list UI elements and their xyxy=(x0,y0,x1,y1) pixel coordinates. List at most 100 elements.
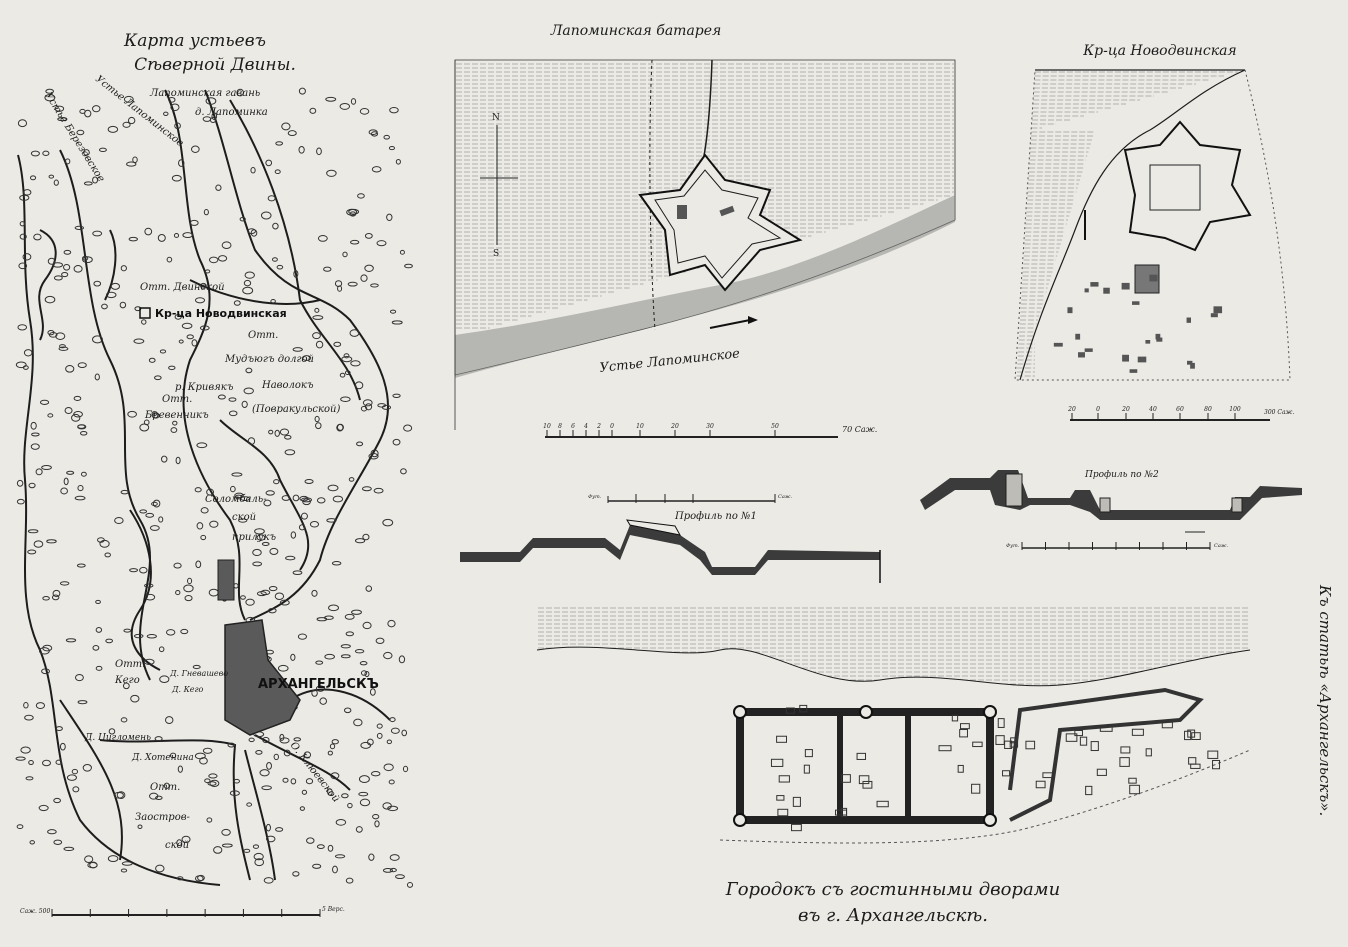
vegetation-mark xyxy=(314,415,320,423)
profile-1: Фут. Саж. Профиль по №1 xyxy=(460,494,881,583)
vegetation-mark xyxy=(240,496,251,501)
vegetation-mark xyxy=(279,599,290,606)
vegetation-mark xyxy=(107,855,119,863)
vegetation-mark xyxy=(343,353,350,359)
vegetation-mark xyxy=(55,759,63,765)
vegetation-mark xyxy=(202,747,213,754)
building-marker xyxy=(1187,729,1196,738)
vegetation-mark xyxy=(351,609,362,615)
vegetation-mark xyxy=(83,149,90,156)
vegetation-mark xyxy=(283,749,291,757)
building-marker xyxy=(1074,729,1083,737)
vegetation-mark xyxy=(293,737,302,742)
vegetation-mark xyxy=(391,320,403,325)
vegetation-mark xyxy=(33,540,44,548)
vegetation-mark xyxy=(203,208,209,216)
vegetation-mark xyxy=(196,522,204,530)
vegetation-mark xyxy=(27,529,39,534)
vegetation-mark xyxy=(236,88,244,97)
vegetation-mark xyxy=(176,839,183,847)
profile2-title: Профиль по №2 xyxy=(1084,470,1159,480)
building-marker xyxy=(1121,282,1130,290)
vegetation-mark xyxy=(315,685,326,692)
vegetation-mark xyxy=(326,169,337,177)
vegetation-mark xyxy=(55,332,66,340)
profile1-earthwork xyxy=(460,525,880,575)
vegetation-mark xyxy=(292,570,303,576)
vegetation-mark xyxy=(92,176,99,184)
vegetation-mark xyxy=(319,697,328,705)
building-marker xyxy=(1210,313,1218,318)
vegetation-mark xyxy=(274,592,285,601)
building-marker xyxy=(971,783,981,794)
vegetation-mark xyxy=(263,499,272,507)
vegetation-mark xyxy=(172,420,178,426)
vegetation-mark xyxy=(344,370,351,376)
vegetation-mark xyxy=(361,486,372,492)
scale-tick-label: 0 xyxy=(610,423,614,430)
building-marker xyxy=(840,807,848,818)
vegetation-mark xyxy=(76,129,85,136)
scale-tick-label: 10 xyxy=(543,423,551,430)
vegetation-mark xyxy=(372,813,380,820)
vegetation-mark xyxy=(176,876,184,881)
building-marker xyxy=(951,714,959,722)
building-marker xyxy=(1065,733,1078,742)
vegetation-mark xyxy=(383,651,393,660)
vegetation-mark xyxy=(387,805,399,812)
vegetation-mark xyxy=(92,645,100,651)
vegetation-mark xyxy=(244,271,255,279)
vegetation-mark xyxy=(44,93,56,102)
vegetation-mark xyxy=(377,403,387,408)
vegetation-mark xyxy=(376,723,383,729)
building-marker xyxy=(1079,736,1088,746)
vegetation-mark xyxy=(350,360,361,367)
vegetation-mark xyxy=(77,424,86,429)
scale-tick-label: 40 xyxy=(1148,406,1157,413)
vegetation-mark xyxy=(290,531,297,539)
vegetation-mark xyxy=(390,727,400,734)
building-marker xyxy=(776,735,788,743)
vegetation-mark xyxy=(191,339,198,347)
vegetation-mark xyxy=(104,552,111,558)
label-solombala-2: ской xyxy=(232,512,256,523)
vegetation-mark xyxy=(154,736,163,742)
vegetation-mark xyxy=(389,106,399,114)
vegetation-mark xyxy=(82,255,89,261)
vegetation-mark xyxy=(95,599,101,605)
vegetation-mark xyxy=(234,492,244,499)
vegetation-mark xyxy=(368,129,378,136)
vegetation-mark xyxy=(181,322,193,330)
vegetation-mark xyxy=(30,421,37,430)
current-arrow-icon xyxy=(709,319,751,329)
vegetation-mark xyxy=(181,835,191,843)
vegetation-mark xyxy=(92,230,103,237)
vegetation-mark xyxy=(306,837,315,844)
vegetation-mark xyxy=(227,742,236,748)
building-marker xyxy=(1187,360,1193,365)
battery-title: Лапоминская батарея xyxy=(550,23,722,39)
vegetation-mark xyxy=(194,487,202,493)
vegetation-mark xyxy=(362,621,372,630)
vegetation-mark xyxy=(110,282,121,290)
building-marker xyxy=(1025,740,1036,750)
vegetation-mark xyxy=(47,257,56,265)
building-marker xyxy=(803,764,810,774)
vegetation-mark xyxy=(33,233,42,241)
outer-rampart xyxy=(1008,687,1204,822)
vegetation-mark xyxy=(360,274,368,282)
building-marker xyxy=(1137,356,1147,363)
vegetation-mark xyxy=(16,824,24,830)
vegetation-mark xyxy=(205,97,217,105)
vegetation-mark xyxy=(155,795,163,800)
vegetation-mark xyxy=(250,166,256,174)
vegetation-mark xyxy=(122,682,130,690)
vegetation-mark xyxy=(29,840,35,845)
vegetation-mark xyxy=(241,400,248,409)
building-marker xyxy=(778,775,790,783)
vegetation-mark xyxy=(259,769,270,777)
vegetation-mark xyxy=(168,96,176,103)
vegetation-mark xyxy=(64,158,71,165)
vegetation-mark xyxy=(149,525,160,531)
vegetation-mark xyxy=(387,619,396,628)
